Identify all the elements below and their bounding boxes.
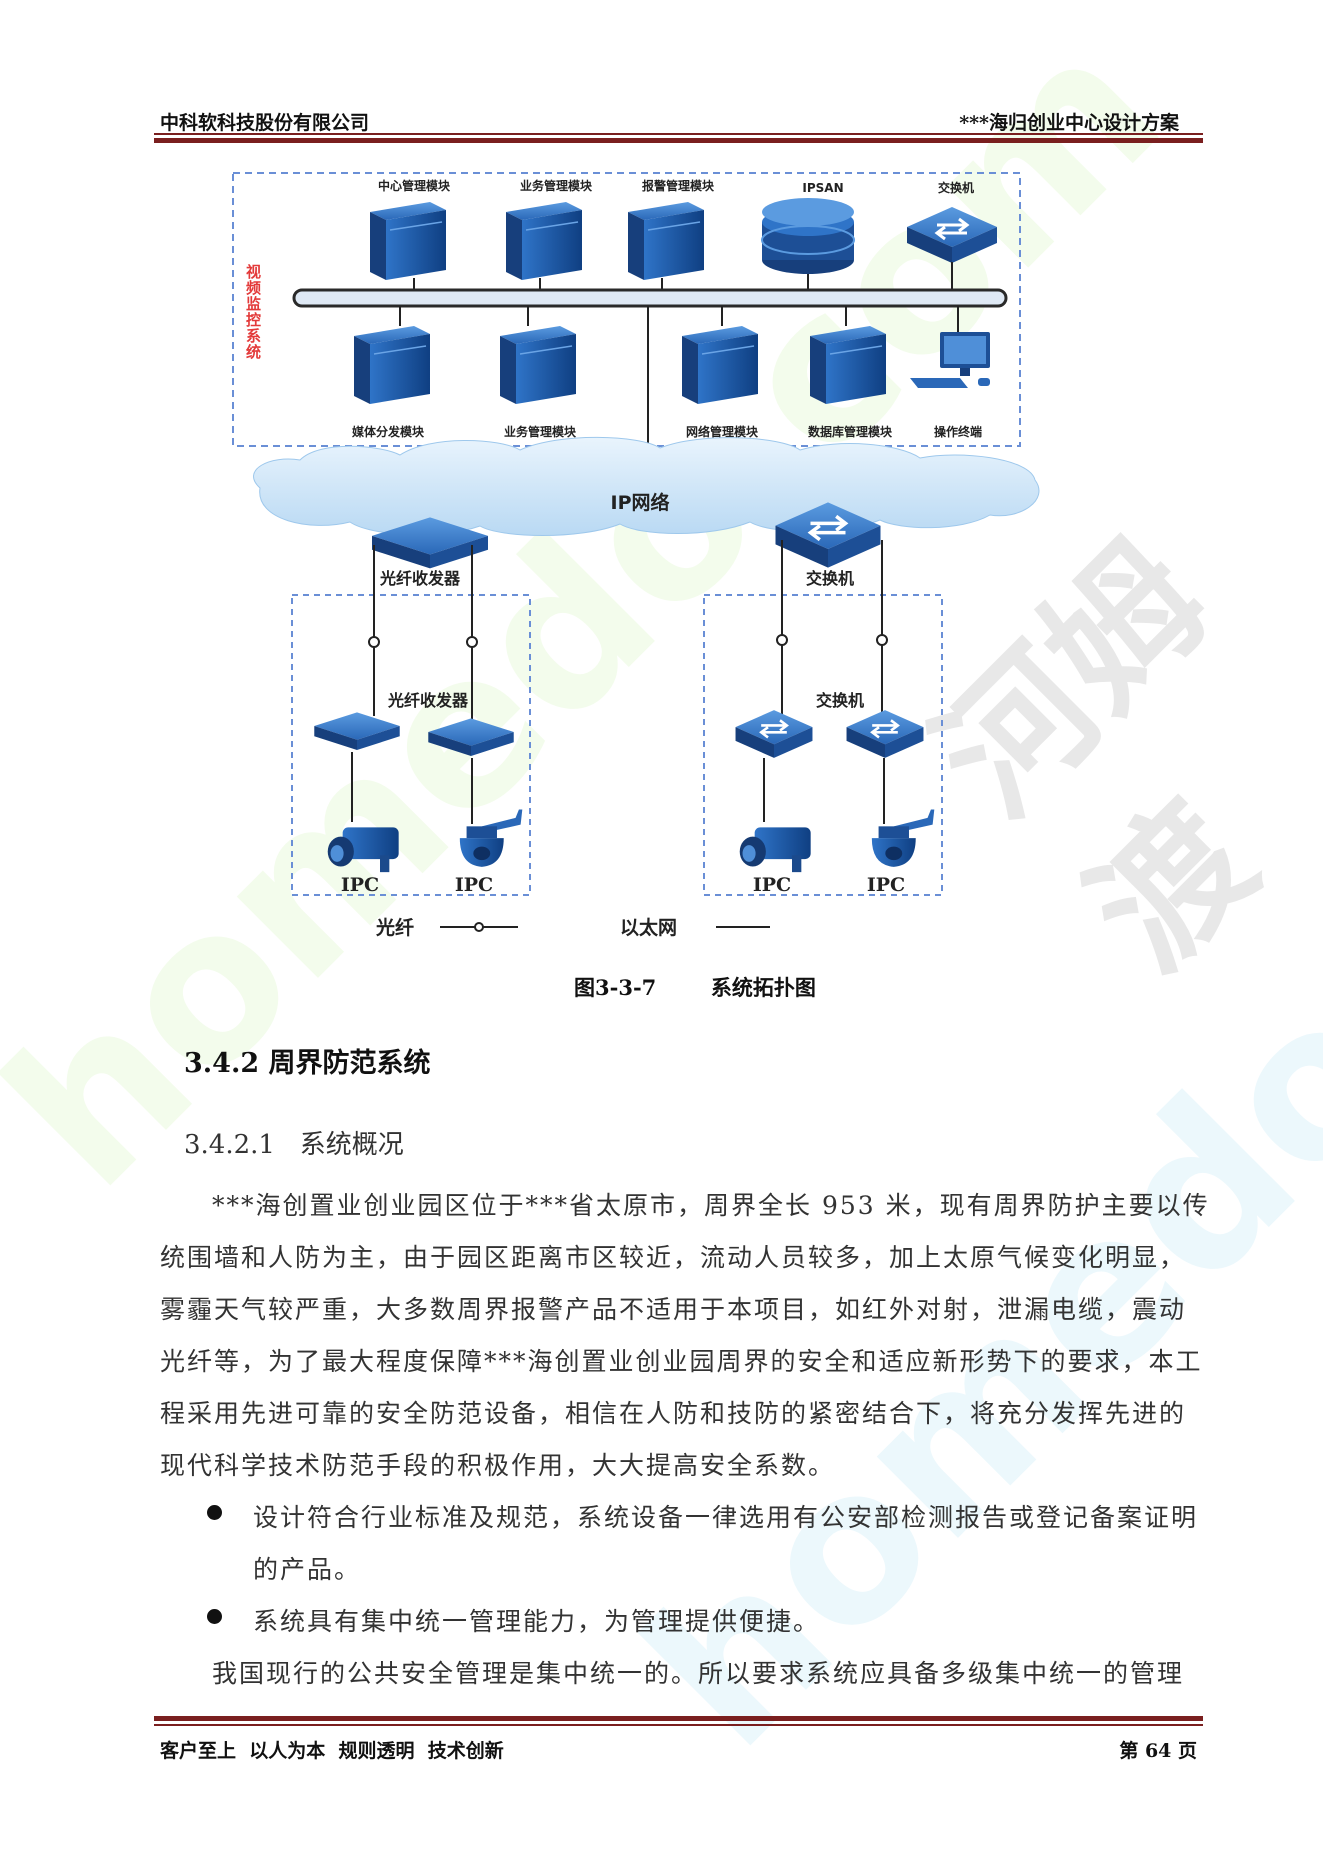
footer-rule-thin bbox=[154, 1724, 1203, 1726]
figure-title: 系统拓扑图 bbox=[710, 975, 816, 1000]
paragraph-line: 光纤等，为了最大程度保障***海创置业创业园周界的安全和适应新形势下的要求，本工 bbox=[160, 1347, 1203, 1376]
network-bus bbox=[292, 288, 1008, 308]
fiber-transceiver-icon bbox=[428, 718, 514, 756]
switch-icon bbox=[905, 205, 999, 265]
header-rule-thick bbox=[154, 138, 1203, 143]
top-module-label: 报警管理模块 bbox=[642, 178, 715, 193]
bottom-module-label: 业务管理模块 bbox=[504, 424, 577, 439]
paragraph-line: 现代科学技术防范手段的积极作用，大大提高安全系数。 bbox=[160, 1451, 836, 1480]
switch-icon bbox=[734, 708, 814, 760]
footer-rule-thick bbox=[154, 1716, 1203, 1721]
bullet-text: 系统具有集中统一管理能力，为管理提供便捷。 bbox=[253, 1607, 821, 1636]
server-icon bbox=[353, 325, 431, 404]
system-label-char-3: 监 bbox=[246, 295, 261, 313]
footer-page-number: 第 64 页 bbox=[1119, 1740, 1197, 1762]
bottom-module-label: 网络管理模块 bbox=[686, 424, 759, 439]
server-icon bbox=[627, 201, 705, 280]
section-subheading: 3.4.2.1 系统概况 bbox=[184, 1130, 404, 1160]
camera-label: IPC bbox=[867, 874, 905, 896]
bullet-camera-icon bbox=[327, 827, 399, 873]
server-icon bbox=[809, 325, 887, 404]
paragraph-line: 雾霾天气较严重，大多数周界报警产品不适用于本项目，如红外对射，泄漏电缆，震动 bbox=[160, 1295, 1187, 1324]
system-label-char-5: 系 bbox=[246, 327, 261, 345]
legend-fiber-line bbox=[440, 922, 518, 932]
header-rule-thin bbox=[154, 133, 1203, 135]
switch-icon bbox=[845, 708, 925, 760]
bullet-dot bbox=[207, 1505, 222, 1520]
topology-diagram: 视 频 监 控 系 统 中心管理模块 业务管理模块 报警管理模块 IPSAN 交… bbox=[232, 172, 1040, 939]
workstation-icon bbox=[910, 332, 990, 388]
legend-fiber-label: 光纤 bbox=[375, 916, 414, 939]
right-sub-label: 交换机 bbox=[816, 691, 864, 710]
section-heading: 3.4.2 周界防范系统 bbox=[184, 1048, 431, 1079]
top-module-label: 业务管理模块 bbox=[520, 178, 593, 193]
bullet-text-cont: 的产品。 bbox=[253, 1555, 362, 1584]
top-module-label: 中心管理模块 bbox=[378, 178, 451, 193]
top-module-label: 交换机 bbox=[938, 180, 974, 195]
figure-number: 图3-3-7 bbox=[574, 975, 657, 1000]
top-module-label: IPSAN bbox=[802, 181, 843, 195]
paragraph-line: ***海创置业创业园区位于***省太原市，周界全长 953 米，现有周界防护主要… bbox=[212, 1191, 1210, 1220]
paragraph-line: 统围墙和人防为主，由于园区距离市区较近，流动人员较多，加上太原气候变化明显， bbox=[160, 1243, 1187, 1272]
legend-ethernet-label: 以太网 bbox=[620, 916, 677, 939]
camera-label: IPC bbox=[753, 874, 791, 896]
paragraph-line: 我国现行的公共安全管理是集中统一的。所以要求系统应具备多级集中统一的管理 bbox=[212, 1659, 1185, 1688]
system-label-char-2: 频 bbox=[246, 279, 261, 297]
left-head-label: 光纤收发器 bbox=[379, 569, 461, 588]
dome-camera-icon bbox=[459, 809, 523, 867]
bullet-text: 设计符合行业标准及规范，系统设备一律选用有公安部检测报告或登记备案证明 bbox=[253, 1503, 1199, 1532]
server-icon bbox=[681, 325, 759, 404]
left-group-box bbox=[291, 594, 531, 896]
system-label-char-1: 视 bbox=[246, 263, 261, 281]
fiber-transceiver-icon bbox=[314, 712, 400, 750]
bottom-module-label: 数据库管理模块 bbox=[808, 424, 893, 439]
dome-camera-icon bbox=[871, 809, 935, 867]
bullet-dot bbox=[207, 1609, 222, 1624]
figure-caption: 图3-3-7 系统拓扑图 bbox=[574, 972, 816, 1002]
server-icon bbox=[505, 201, 583, 280]
right-head-label: 交换机 bbox=[806, 569, 854, 588]
server-icon bbox=[369, 201, 447, 280]
left-sub-label: 光纤收发器 bbox=[387, 691, 469, 710]
bullet-camera-icon bbox=[739, 827, 811, 873]
server-icon bbox=[499, 325, 577, 404]
header-company: 中科软科技股份有限公司 bbox=[160, 112, 370, 134]
paragraph-line: 程采用先进可靠的安全防范设备，相信在人防和技防的紧密结合下，将充分发挥先进的 bbox=[160, 1399, 1187, 1428]
ip-network-cloud bbox=[253, 436, 1040, 536]
footer-motto: 客户至上 以人为本 规则透明 技术创新 bbox=[160, 1740, 504, 1762]
fiber-markers bbox=[368, 634, 888, 648]
system-label-char-4: 控 bbox=[246, 311, 261, 329]
system-label-char-6: 统 bbox=[246, 343, 261, 361]
bottom-module-label: 媒体分发模块 bbox=[352, 424, 425, 439]
network-label: IP网络 bbox=[611, 491, 670, 514]
camera-label: IPC bbox=[341, 874, 379, 896]
header-doc-title: ***海归创业中心设计方案 bbox=[959, 112, 1179, 134]
bottom-module-label: 操作终端 bbox=[934, 424, 982, 439]
camera-label: IPC bbox=[455, 874, 493, 896]
right-group-box bbox=[703, 594, 943, 896]
storage-icon bbox=[761, 198, 855, 274]
